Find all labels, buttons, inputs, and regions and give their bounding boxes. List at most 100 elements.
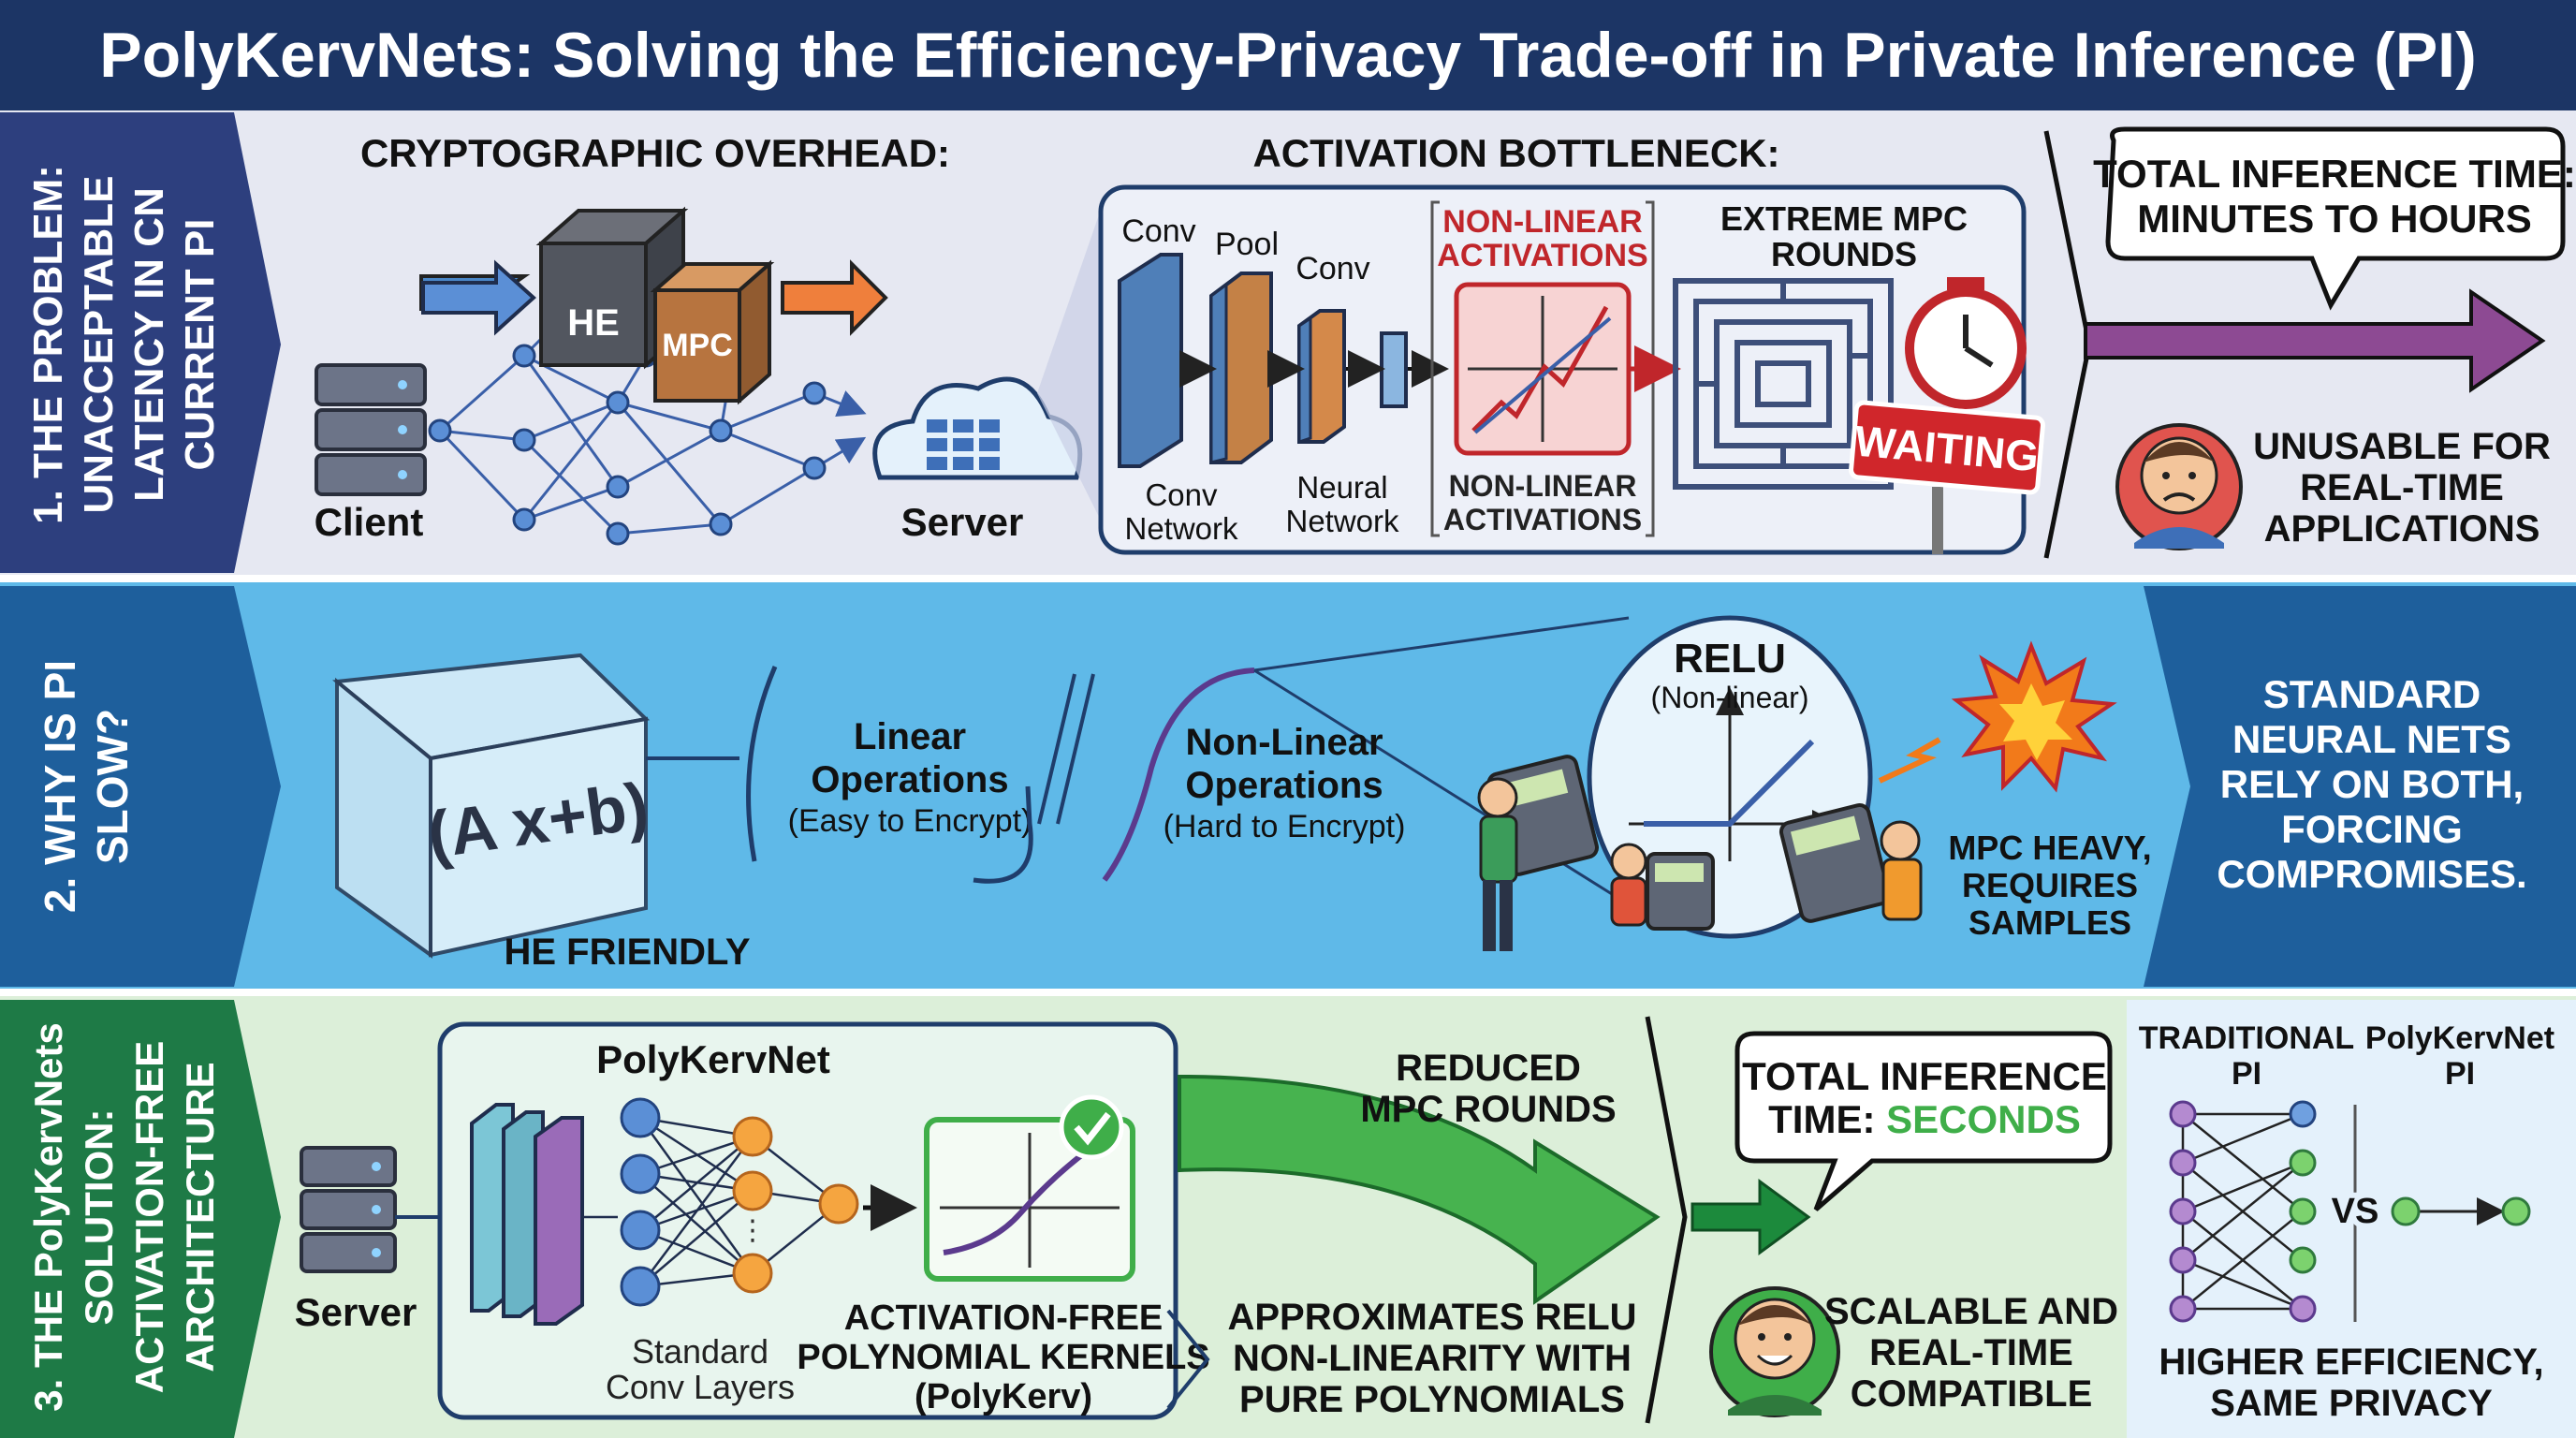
svg-text:REAL-TIME: REAL-TIME <box>1869 1332 2073 1373</box>
mpc-heavy-label: MPC HEAVY, <box>1948 829 2151 867</box>
svg-text:REQUIRES: REQUIRES <box>1962 866 2138 904</box>
reduced-rounds-arrow <box>1178 1074 1661 1305</box>
client-server-icon <box>315 363 427 496</box>
zoom-line <box>1253 616 1630 672</box>
unusable-label: UNUSABLE FOR <box>2253 426 2551 467</box>
svg-text:PURE POLYNOMIALS: PURE POLYNOMIALS <box>1239 1379 1625 1420</box>
bracket <box>1430 200 1440 537</box>
svg-text:ACTIVATIONS: ACTIVATIONS <box>1443 503 1642 536</box>
section-divider <box>0 989 2576 996</box>
clock-icon <box>1905 277 2027 409</box>
cloud-server-icon <box>872 376 1083 480</box>
svg-text:1. THE PROBLEM:: 1. THE PROBLEM: <box>25 165 71 524</box>
zoom-wedge <box>1037 204 1103 524</box>
section1-side-label: 1. THE PROBLEM: UNACCEPTABLE LATENCY IN … <box>0 112 281 573</box>
output-arrow <box>781 259 888 336</box>
bracket <box>746 666 778 862</box>
svg-text:ACTIVATIONS: ACTIVATIONS <box>1437 238 1647 273</box>
svg-text:(PolyKerv): (PolyKerv) <box>915 1377 1092 1416</box>
svg-text:SAMPLES: SAMPLES <box>1969 903 2131 942</box>
svg-text:MPC ROUNDS: MPC ROUNDS <box>1360 1089 1616 1130</box>
waiting-sign: WAITING <box>1849 400 2045 554</box>
polynomial-kernel-graph <box>924 1117 1135 1282</box>
divider-chevron <box>2043 130 2092 559</box>
sad-user-icon <box>2115 423 2243 550</box>
svg-text:TOTAL INFERENCE: TOTAL INFERENCE <box>1742 1054 2107 1098</box>
svg-text:(Non-linear): (Non-linear) <box>1651 681 1809 714</box>
section3-side-label: 3. THE PolyKervNets SOLUTION: ACTIVATION… <box>0 1000 281 1438</box>
vs-label: VS <box>2332 1192 2379 1231</box>
svg-text:ARCHITECTURE: ARCHITECTURE <box>178 1062 222 1372</box>
svg-text:FORCING: FORCING <box>2281 807 2463 851</box>
section-divider <box>0 575 2576 582</box>
input-neurons <box>620 1097 661 1307</box>
crypto-heading: CRYPTOGRAPHIC OVERHEAD: <box>360 131 950 175</box>
svg-text:HE: HE <box>567 302 620 344</box>
svg-text:MPC: MPC <box>662 328 733 363</box>
mpc-rounds-label: EXTREME MPC <box>1720 199 1968 238</box>
svg-text:TIME: SECONDS: TIME: SECONDS <box>1768 1097 2081 1141</box>
svg-text:(Easy to Encrypt): (Easy to Encrypt) <box>788 803 1032 839</box>
page-title: PolyKervNets: Solving the Efficiency-Pri… <box>0 0 2576 110</box>
svg-text:SLOW?: SLOW? <box>88 709 137 864</box>
activation-heading: ACTIVATION BOTTLENECK: <box>1252 131 1779 175</box>
total-time-bubble: TOTAL INFERENCE TIME: SECONDS <box>1734 1031 2113 1211</box>
svg-text:(Hard to Encrypt): (Hard to Encrypt) <box>1164 809 1406 844</box>
nonlinear-curve <box>1102 668 1255 882</box>
svg-text:PI: PI <box>2232 1056 2261 1092</box>
svg-text:Operations: Operations <box>1185 765 1383 806</box>
polykervnet-pi-label: PolyKervNet <box>2365 1020 2554 1056</box>
svg-text:LATENCY IN CN: LATENCY IN CN <box>126 187 172 502</box>
chevron <box>1166 1309 1210 1410</box>
mpc-cube-icon: MPC <box>650 259 775 405</box>
traditional-output-nodes <box>2289 1100 2317 1323</box>
svg-text:REAL-TIME: REAL-TIME <box>2300 467 2504 508</box>
kernels-label: ACTIVATION-FREE <box>844 1299 1164 1338</box>
conv-network-label: Conv <box>1145 477 1218 512</box>
activation-graph-icon <box>1454 282 1632 456</box>
linear-ops-label: Linear <box>854 716 966 757</box>
svg-text:NEURAL NETS: NEURAL NETS <box>2232 717 2511 761</box>
svg-text:NON-LINEARITY WITH: NON-LINEARITY WITH <box>1233 1338 1632 1379</box>
hidden-neurons <box>732 1116 859 1294</box>
he-friendly-label: HE FRIENDLY <box>504 932 750 973</box>
workers-with-calculators <box>1477 755 1923 951</box>
svg-text:SOLUTION:: SOLUTION: <box>77 1109 121 1326</box>
standard-conv-label: Standard <box>632 1332 768 1371</box>
higher-efficiency-label: HIGHER EFFICIENCY, <box>2159 1342 2543 1383</box>
svg-text:ACTIVATION-FREE: ACTIVATION-FREE <box>127 1041 171 1393</box>
svg-text:RELU: RELU <box>1674 636 1786 682</box>
reduced-rounds-label: REDUCED <box>1396 1048 1581 1089</box>
break-marks <box>1037 673 1095 825</box>
linear-curve <box>973 785 1033 884</box>
svg-text:PI: PI <box>2445 1056 2475 1092</box>
approx-label: APPROXIMATES RELU <box>1227 1297 1636 1338</box>
total-time-bubble: TOTAL INFERENCE TIME: MINUTES TO HOURS <box>2093 126 2576 311</box>
conv-label: Conv <box>1121 213 1195 249</box>
conv-layer-stack <box>470 1103 584 1326</box>
ellipsis-dots: ⋮ <box>739 1215 767 1246</box>
nonlinear-bottom-label: NON-LINEAR <box>1449 469 1637 503</box>
server-label: Server <box>295 1290 417 1334</box>
input-arrow <box>421 259 536 336</box>
svg-text:COMPATIBLE: COMPATIBLE <box>1851 1373 2093 1415</box>
conv-layer-stack <box>1118 253 1408 468</box>
nonlinear-ops-label: Non-Linear <box>1185 722 1383 763</box>
svg-text:UNACCEPTABLE: UNACCEPTABLE <box>76 176 122 514</box>
svg-text:Network: Network <box>1285 504 1399 538</box>
svg-text:APPLICATIONS: APPLICATIONS <box>2264 508 2540 550</box>
svg-text:Conv Layers: Conv Layers <box>606 1368 795 1406</box>
svg-text:Network: Network <box>1124 511 1238 546</box>
svg-text:3. THE PolyKervNets: 3. THE PolyKervNets <box>26 1022 70 1412</box>
svg-text:CURRENT PI: CURRENT PI <box>177 219 223 471</box>
latency-arrow <box>2084 288 2546 393</box>
standard-nets-callout: STANDARD NEURAL NETS RELY ON BOTH, FORCI… <box>2144 586 2576 987</box>
check-icon <box>1059 1094 1124 1160</box>
svg-text:2. WHY IS PI: 2. WHY IS PI <box>36 660 84 913</box>
svg-text:SAME PRIVACY: SAME PRIVACY <box>2210 1383 2493 1424</box>
svg-text:MINUTES TO HOURS: MINUTES TO HOURS <box>2137 197 2532 241</box>
svg-text:RELY ON BOTH,: RELY ON BOTH, <box>2220 762 2524 806</box>
svg-text:COMPROMISES.: COMPROMISES. <box>2217 852 2526 896</box>
section2-side-label: 2. WHY IS PI SLOW? <box>0 586 281 987</box>
